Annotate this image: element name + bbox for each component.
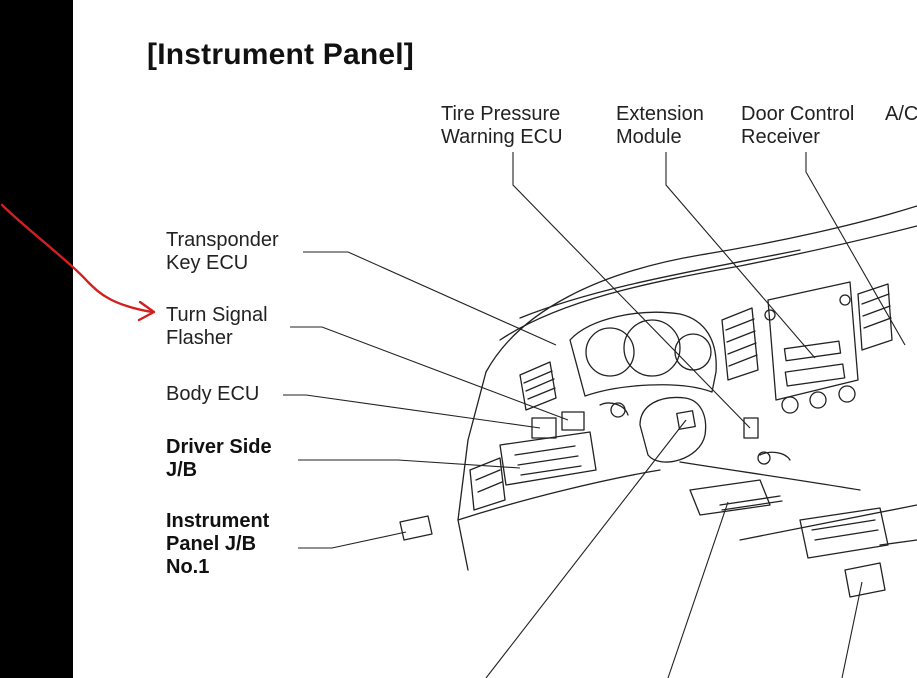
leader-bottom-3	[841, 581, 863, 678]
tire-pressure-ecu-box	[743, 417, 759, 439]
console-upper	[679, 461, 861, 491]
label-ac-partial: A/C	[885, 103, 917, 125]
leader-tire-pressure	[512, 152, 751, 429]
leader-instrument-jb	[298, 531, 407, 549]
red-annotation-arrow	[0, 203, 156, 322]
console-module-box	[689, 479, 771, 516]
page-title: [Instrument Panel]	[147, 38, 414, 71]
cluster-hood	[569, 311, 717, 397]
dash-top-outline	[485, 205, 917, 373]
leader-transponder	[303, 251, 557, 346]
hvac-knob-2	[809, 391, 827, 409]
lower-dash-line	[457, 469, 661, 521]
label-transponder-key-ecu: Transponder Key ECU	[166, 229, 279, 274]
gauge-center	[623, 319, 681, 377]
left-air-vent	[519, 361, 557, 411]
turn-flasher-box	[561, 411, 585, 431]
body-ecu-box	[531, 417, 557, 439]
console-side	[739, 504, 917, 541]
driver-jb-housing	[499, 431, 597, 486]
center-vent-right	[857, 283, 893, 351]
leader-body-ecu	[283, 394, 541, 429]
label-instrument-panel-jb-no1: Instrument Panel J/B No.1	[166, 510, 270, 578]
leader-extension-module	[665, 152, 816, 359]
console-lower-box	[844, 562, 886, 598]
steering-column	[639, 396, 707, 463]
leader-bottom-2	[667, 501, 729, 678]
center-vent-left	[721, 307, 759, 381]
gauge-right	[674, 333, 712, 371]
leader-bottom-1	[485, 419, 687, 678]
column-connector	[676, 410, 696, 430]
radio-slot	[783, 340, 842, 362]
label-driver-side-jb: Driver Side J/B	[166, 436, 272, 481]
left-lower-panel	[469, 457, 506, 511]
label-door-control-receiver: Door Control Receiver	[741, 103, 855, 148]
dash-crest-line	[519, 249, 801, 319]
radio-buttons	[784, 363, 846, 387]
hvac-knob-3	[838, 385, 856, 403]
label-extension-module: Extension Module	[616, 103, 704, 148]
left-black-bar	[0, 0, 73, 678]
shifter-base	[799, 507, 889, 559]
center-stack	[767, 281, 859, 401]
instrument-panel-jb-no1	[399, 515, 433, 541]
label-body-ecu: Body ECU	[166, 383, 260, 405]
gauge-left	[585, 327, 635, 377]
leader-lines	[283, 152, 906, 678]
leader-driver-jb	[298, 459, 521, 469]
left-panel-edge	[457, 371, 487, 571]
dash-upper-trim	[499, 225, 917, 341]
leader-turn-signal	[290, 326, 569, 421]
label-turn-signal-flasher: Turn Signal Flasher	[166, 304, 268, 349]
label-tire-pressure-warning-ecu: Tire Pressure Warning ECU	[441, 103, 563, 148]
leader-door-control	[805, 152, 906, 346]
ignition-switch	[610, 402, 626, 418]
hvac-knob-1	[781, 396, 799, 414]
